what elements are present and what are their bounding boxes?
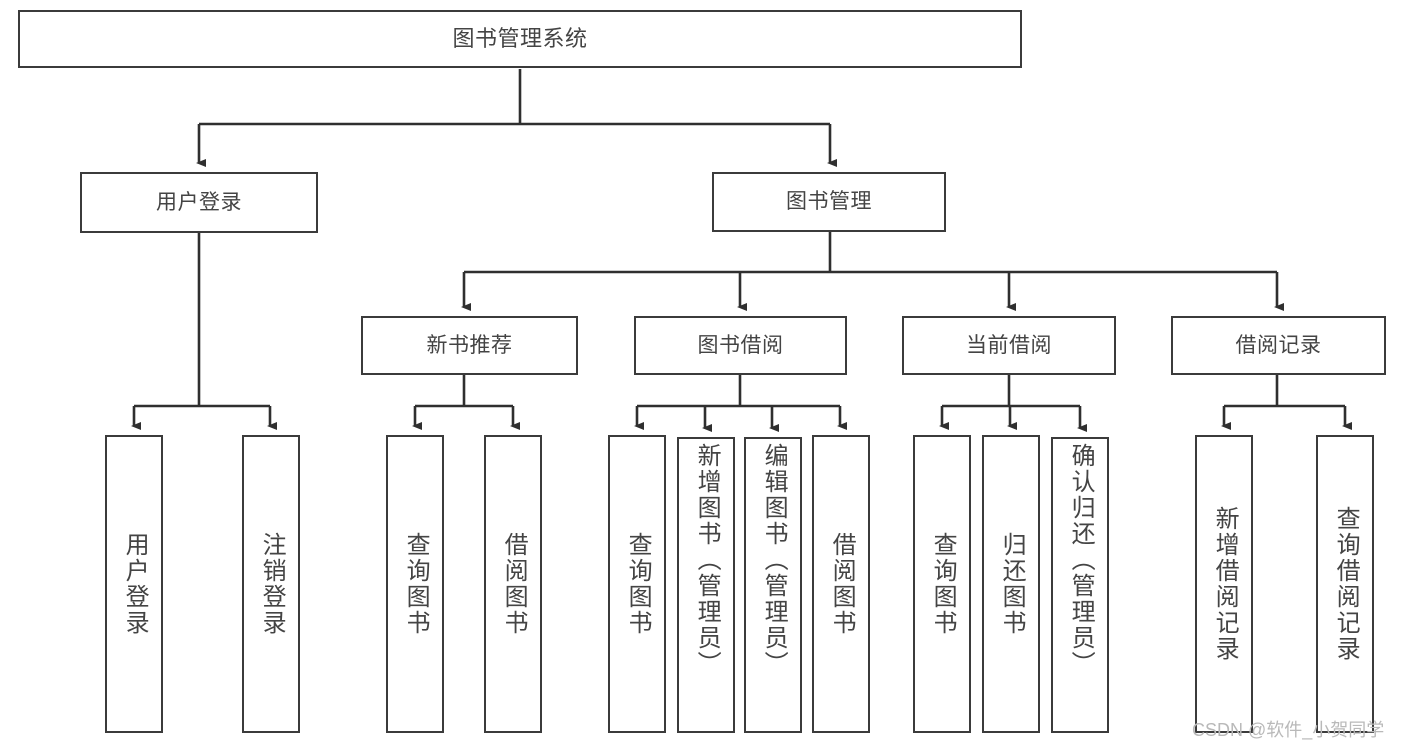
node-label: 借阅图书 [828, 532, 856, 636]
node-root-book-management-system[interactable]: 图书管理系统 [18, 10, 1022, 68]
node-label: 用户登录 [156, 190, 242, 214]
leaf-new-book-query-book[interactable]: 查询图书 [386, 435, 444, 733]
node-label: 注销登录 [258, 532, 286, 636]
leaf-logout[interactable]: 注销登录 [242, 435, 300, 733]
node-book-borrow[interactable]: 图书借阅 [634, 316, 847, 375]
leaf-book-borrow-query-book[interactable]: 查询图书 [608, 435, 666, 733]
node-label: 查询图书 [929, 532, 957, 636]
node-label: 查询图书 [624, 532, 652, 636]
node-user-login[interactable]: 用户登录 [80, 172, 318, 233]
node-label: 用户登录 [121, 532, 149, 636]
node-new-book-recommendation[interactable]: 新书推荐 [361, 316, 578, 375]
node-label: 新增图书（管理员） [693, 443, 721, 677]
node-borrow-record[interactable]: 借阅记录 [1171, 316, 1386, 375]
node-label: 新书推荐 [426, 333, 513, 357]
node-label: 新增借阅记录 [1211, 506, 1239, 662]
leaf-book-borrow-add-book-admin[interactable]: 新增图书（管理员） [677, 437, 735, 733]
leaf-borrow-record-query-record[interactable]: 查询借阅记录 [1316, 435, 1374, 733]
node-current-borrow[interactable]: 当前借阅 [902, 316, 1116, 375]
leaf-current-borrow-return-book[interactable]: 归还图书 [982, 435, 1040, 733]
node-label: 图书管理 [786, 190, 872, 214]
node-label: 确认归还（管理员） [1067, 443, 1095, 677]
node-label: 查询借阅记录 [1332, 506, 1360, 662]
node-book-management[interactable]: 图书管理 [712, 172, 946, 232]
node-label: 查询图书 [402, 532, 430, 636]
node-label: 归还图书 [998, 532, 1026, 636]
node-label: 图书借阅 [697, 333, 784, 357]
leaf-current-borrow-confirm-return-admin[interactable]: 确认归还（管理员） [1051, 437, 1109, 733]
leaf-book-borrow-edit-book-admin[interactable]: 编辑图书（管理员） [744, 437, 802, 733]
node-label: 当前借阅 [966, 333, 1052, 357]
leaf-user-login[interactable]: 用户登录 [105, 435, 163, 733]
leaf-new-book-borrow-book[interactable]: 借阅图书 [484, 435, 542, 733]
node-label: 图书管理系统 [452, 25, 588, 51]
node-label: 借阅记录 [1235, 333, 1322, 357]
leaf-book-borrow-borrow-book[interactable]: 借阅图书 [812, 435, 870, 733]
node-label: 编辑图书（管理员） [760, 443, 788, 677]
leaf-current-borrow-query-book[interactable]: 查询图书 [913, 435, 971, 733]
leaf-borrow-record-add-record[interactable]: 新增借阅记录 [1195, 435, 1253, 733]
node-label: 借阅图书 [500, 532, 528, 636]
